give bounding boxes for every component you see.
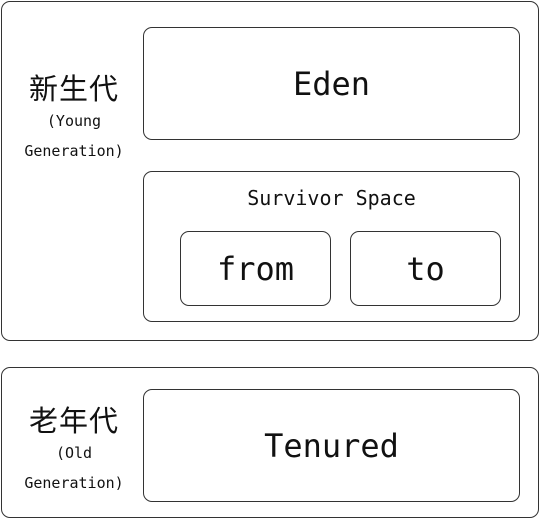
- old-generation-label-en-2: Generation): [24, 474, 124, 492]
- survivor-from-box: from: [180, 231, 331, 306]
- young-generation-label: 新生代 (Young Generation): [14, 72, 134, 166]
- old-generation-label-en-1: (Old: [55, 444, 93, 462]
- eden-box: Eden: [143, 27, 520, 140]
- young-generation-label-cn: 新生代: [28, 72, 119, 106]
- survivor-to-box: to: [350, 231, 501, 306]
- old-generation-label: 老年代 (Old Generation): [14, 404, 134, 498]
- survivor-from-label: from: [216, 249, 295, 288]
- survivor-space-title: Survivor Space: [247, 186, 416, 210]
- tenured-label: Tenured: [264, 426, 399, 465]
- tenured-box: Tenured: [143, 389, 520, 502]
- young-generation-label-en-2: Generation): [24, 142, 124, 160]
- old-generation-label-cn: 老年代: [28, 404, 119, 438]
- young-generation-label-en-1: (Young: [46, 112, 102, 130]
- eden-label: Eden: [292, 64, 371, 103]
- survivor-to-label: to: [406, 249, 445, 288]
